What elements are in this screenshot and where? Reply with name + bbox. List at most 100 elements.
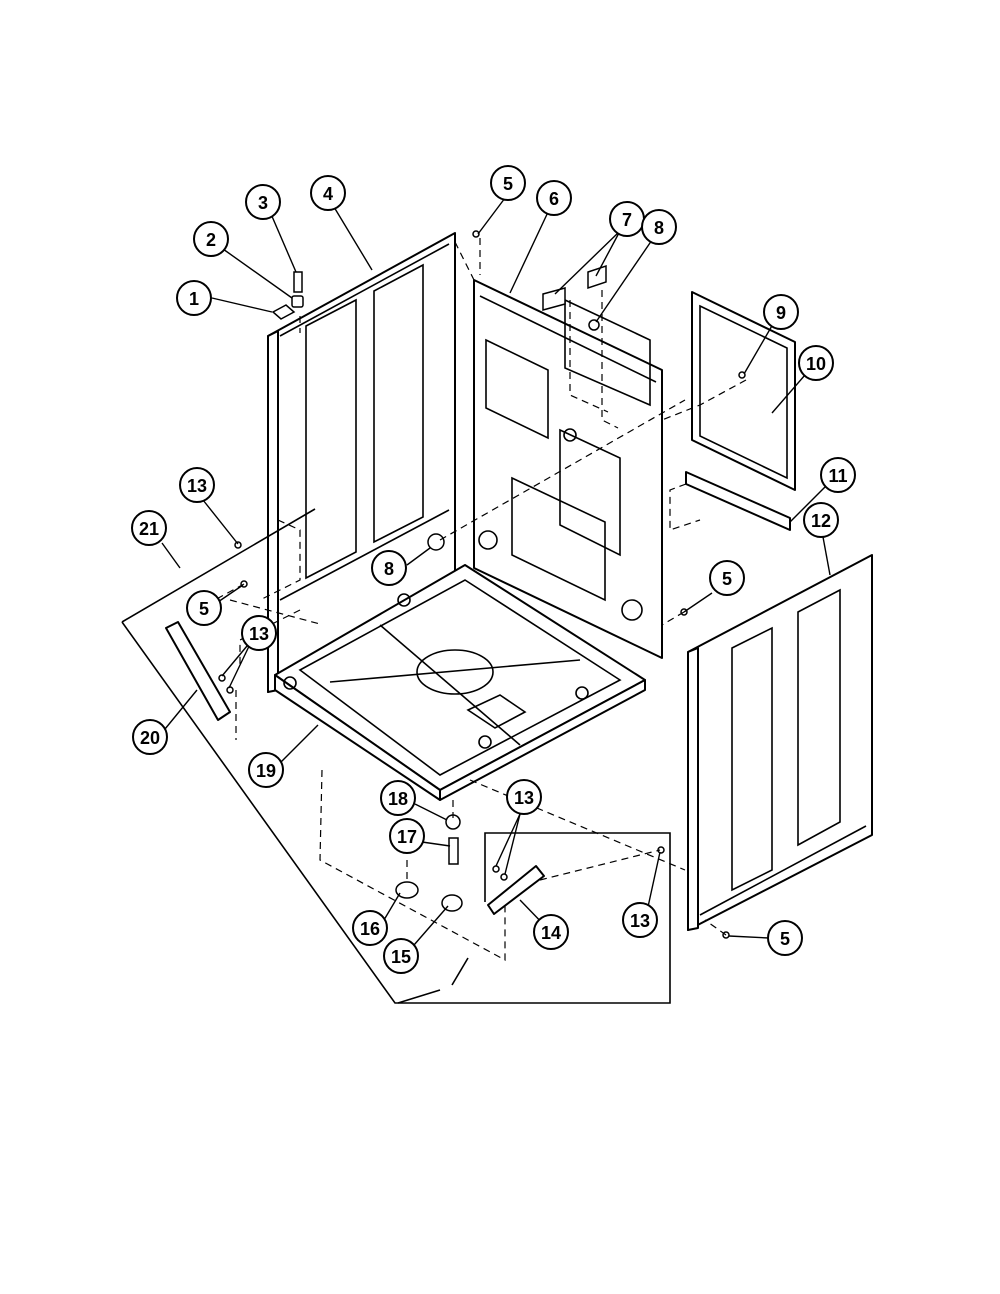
callout-circle [193, 221, 229, 257]
left-corner-brace [165, 621, 231, 721]
callout-15: 15 [383, 938, 419, 974]
callout-number: 3 [258, 193, 268, 213]
callout-circle [248, 752, 284, 788]
callout-3: 3 [245, 184, 281, 220]
screw [226, 686, 234, 694]
callout-number: 5 [199, 599, 209, 619]
label [542, 287, 566, 311]
screw [234, 541, 242, 549]
seal-strip [685, 471, 791, 531]
clip [271, 304, 296, 320]
callout-5: 5 [490, 165, 526, 201]
callout-number: 19 [256, 761, 276, 781]
callout-circle [371, 550, 407, 586]
callout-circle [241, 615, 277, 651]
callout-number: 8 [384, 559, 394, 579]
callout-circle [186, 590, 222, 626]
callout-number: 13 [249, 624, 269, 644]
callout-number: 18 [388, 789, 408, 809]
screw [472, 230, 480, 238]
callout-number: 15 [391, 947, 411, 967]
callout-6: 6 [536, 180, 572, 216]
callout-number: 5 [503, 174, 513, 194]
callout-number: 10 [806, 354, 826, 374]
callout-number: 2 [206, 230, 216, 250]
callout-13: 13 [622, 902, 658, 938]
callout-number: 16 [360, 919, 380, 939]
access-cover [691, 291, 796, 491]
callout-circle [763, 294, 799, 330]
callout-number: 11 [828, 466, 847, 486]
callout-circle [352, 910, 388, 946]
callout-number: 13 [630, 911, 650, 931]
callout-17: 17 [389, 818, 425, 854]
callout-number: 5 [722, 569, 732, 589]
callout-circle [389, 818, 425, 854]
callout-8: 8 [371, 550, 407, 586]
callout-circle [179, 467, 215, 503]
screw [492, 865, 500, 873]
callout-circle [709, 560, 745, 596]
callout-number: 20 [140, 728, 160, 748]
callout-number: 13 [187, 476, 207, 496]
plug [588, 319, 600, 331]
callout-19: 19 [248, 752, 284, 788]
callout-circle [310, 175, 346, 211]
base-frame [274, 564, 646, 801]
callout-9: 9 [763, 294, 799, 330]
callout-13: 13 [179, 467, 215, 503]
callout-10: 10 [798, 345, 834, 381]
callout-5: 5 [767, 920, 803, 956]
spacer [291, 295, 304, 308]
callout-number: 1 [189, 289, 199, 309]
callout-1: 1 [176, 280, 212, 316]
callout-number: 5 [780, 929, 790, 949]
plug [427, 533, 445, 551]
callout-circle [383, 938, 419, 974]
label [587, 264, 607, 290]
callout-21: 21 [131, 510, 167, 546]
callout-circle [641, 209, 677, 245]
callout-number: 4 [323, 184, 333, 204]
callout-number: 21 [139, 519, 159, 539]
callout-circle [820, 457, 856, 493]
callout-7: 7 [609, 201, 645, 237]
callout-number: 7 [622, 210, 632, 230]
callout-number: 6 [549, 189, 559, 209]
rear-panel [473, 279, 663, 659]
callout-circle [132, 719, 168, 755]
callout-12: 12 [803, 502, 839, 538]
callout-circle [245, 184, 281, 220]
callout-circle [131, 510, 167, 546]
callout-number: 8 [654, 218, 664, 238]
right-corner-brace [487, 865, 545, 915]
right-side-panel [687, 554, 873, 931]
screw [500, 873, 508, 881]
callout-number: 14 [541, 923, 561, 943]
callout-circle [176, 280, 212, 316]
callout-8: 8 [641, 209, 677, 245]
callout-number: 13 [514, 788, 534, 808]
callout-number: 9 [776, 303, 786, 323]
callout-14: 14 [533, 914, 569, 950]
callout-20: 20 [132, 719, 168, 755]
callout-number: 17 [397, 827, 417, 847]
callout-circle [536, 180, 572, 216]
callout-circle [490, 165, 526, 201]
callout-circle [380, 780, 416, 816]
callout-circle [803, 502, 839, 538]
callout-number: 12 [811, 511, 831, 531]
callout-18: 18 [380, 780, 416, 816]
callout-13: 13 [506, 779, 542, 815]
callout-5: 5 [186, 590, 222, 626]
callout-5: 5 [709, 560, 745, 596]
callout-circle [506, 779, 542, 815]
callout-11: 11 [820, 457, 856, 493]
callout-2: 2 [193, 221, 229, 257]
callout-circle [798, 345, 834, 381]
assembly-group-outline [121, 508, 671, 1004]
foot-pad [395, 881, 419, 899]
callout-circle [533, 914, 569, 950]
